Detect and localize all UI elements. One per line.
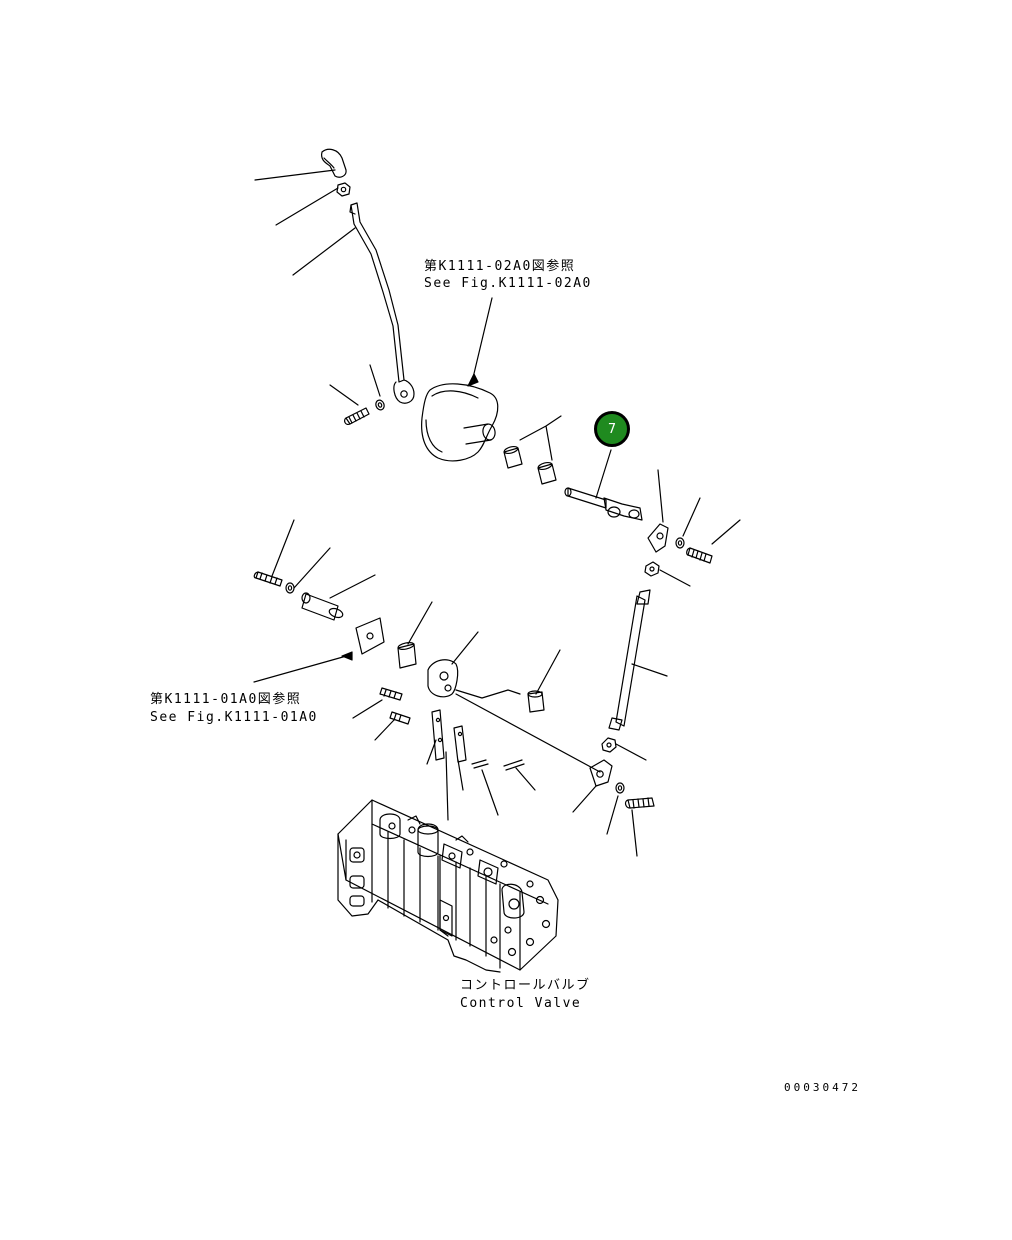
lower-reference-jp: 第K1111-01A0図参照 (150, 692, 302, 707)
part-callout-7[interactable]: 7 (594, 411, 630, 447)
control-valve-label-en: Control Valve (460, 996, 582, 1011)
bushings (503, 445, 557, 485)
arrow-upper-reference (467, 373, 479, 387)
lever-washer (375, 399, 385, 411)
cotter-pins (471, 759, 525, 771)
upper-reference-jp: 第K1111-02A0図参照 (424, 259, 576, 274)
lower-reference-en: See Fig.K1111-01A0 (150, 710, 318, 725)
washer-left (285, 582, 295, 594)
control-valve-drawing (337, 799, 559, 973)
lever-housing (421, 383, 499, 462)
lever-bolt (344, 407, 370, 425)
link-line (455, 693, 601, 773)
bolts-left-lower (379, 687, 411, 725)
bushing-lower (397, 642, 417, 669)
shaft-assembly (564, 487, 643, 521)
lever-nut (336, 182, 351, 197)
washer-lower-right (615, 782, 625, 794)
long-rod (608, 589, 651, 731)
arrow-lower-reference (341, 651, 353, 661)
lever-knob (321, 148, 347, 178)
drawing-number: 00030472 (784, 1081, 861, 1094)
rod-end-lower (589, 759, 613, 787)
nut-right-lower (601, 737, 617, 753)
lever-rod (349, 202, 415, 404)
leader-lines (253, 169, 741, 857)
center-lever (427, 659, 521, 699)
bracket-plate (355, 617, 385, 655)
washer-upper-right (675, 537, 685, 549)
control-valve-label-jp: コントロールバルブ (460, 978, 591, 993)
nut-right-upper (644, 561, 660, 577)
bolt-left (253, 571, 283, 587)
upper-reference-en: See Fig.K1111-02A0 (424, 276, 592, 291)
plates (431, 709, 467, 763)
rod-end-upper (647, 523, 669, 553)
bolt-lower-right (624, 797, 655, 809)
bolt-upper-right (686, 547, 713, 564)
pin-left (301, 592, 344, 621)
